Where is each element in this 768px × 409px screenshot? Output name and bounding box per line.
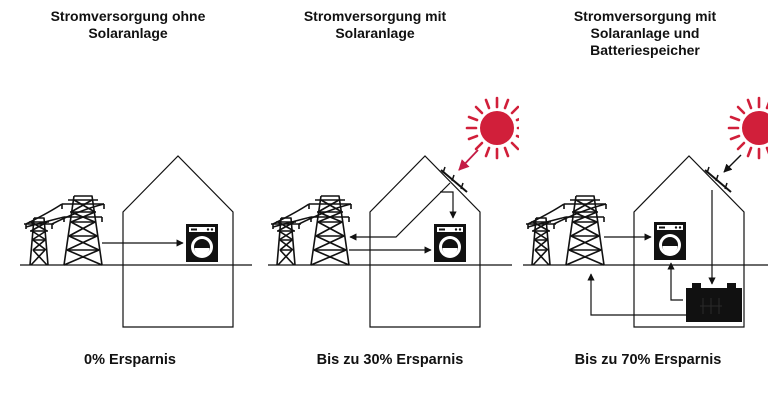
washing-machine-icon (434, 224, 466, 262)
battery-icon (686, 283, 742, 322)
house-outline (633, 155, 745, 328)
sun-to-panel-arrow (723, 154, 742, 173)
panel-1-title: Stromversorgung ohne Solaranlage (18, 8, 238, 42)
panel-1-caption: 0% Ersparnis (84, 352, 176, 368)
panel-3-title-line-1: Stromversorgung mit (573, 8, 717, 24)
power-pylon-icon (525, 195, 607, 266)
panel-1-diagram (20, 155, 252, 328)
panel-3-diagram (523, 96, 768, 328)
sun-icon (465, 96, 519, 160)
panel-to-washer-arrow (440, 191, 457, 219)
solar-panel-icon (704, 166, 732, 193)
washing-machine-icon (654, 222, 686, 260)
sun-icon (727, 96, 768, 160)
panel-2-title: Stromversorgung mit Solaranlage (265, 8, 485, 42)
washing-machine-icon (186, 224, 218, 262)
battery-to-washer-arrow (667, 262, 683, 301)
panel-2-caption: Bis zu 30% Ersparnis (316, 352, 464, 368)
house-outline (122, 155, 234, 328)
power-pylon-icon (270, 195, 352, 266)
panel-2-title-line-2: Solaranlage (335, 25, 415, 41)
battery-to-grid-arrow (587, 273, 686, 316)
panel-3-title: Stromversorgung mit Solaranlage und Batt… (535, 8, 755, 59)
house-outline (369, 155, 481, 328)
panel-2-diagram (268, 96, 519, 328)
panel-3-title-line-3: Batteriespeicher (590, 42, 700, 58)
panel-2-title-line-1: Stromversorgung mit (303, 8, 447, 24)
panel-3-caption: Bis zu 70% Ersparnis (574, 352, 722, 368)
sun-to-panel-arrow (458, 149, 479, 171)
panel-1-title-line-1: Stromversorgung ohne (50, 8, 206, 24)
panel-to-grid-arrow (349, 182, 451, 241)
panel-3-title-line-2: Solaranlage und (590, 25, 700, 41)
panel-1-title-line-2: Solaranlage (88, 25, 168, 41)
power-pylon-icon (23, 195, 105, 266)
